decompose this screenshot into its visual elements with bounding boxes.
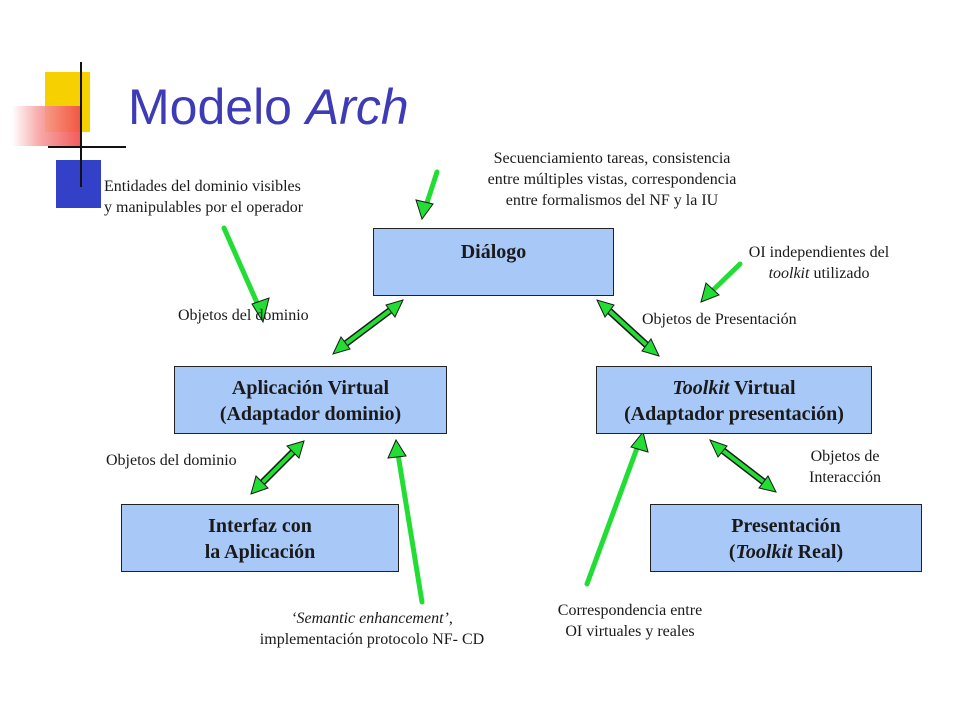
label-objetos-dominio-bottom: Objetos del dominio	[106, 452, 237, 469]
box-toolkit-line1-rest: Virtual	[729, 377, 796, 399]
label-objetos-presentacion: Objetos de Presentación	[642, 311, 797, 328]
label-objetos-dominio-top: Objetos del dominio	[178, 307, 309, 324]
double-arrow-toolkit-presentacion	[709, 439, 777, 493]
box-presentacion: Presentación (Toolkit Real)	[650, 504, 922, 572]
double-arrow-dialogo-toolkit	[596, 299, 660, 357]
box-aplicacion-line1: Aplicación Virtual	[231, 377, 390, 399]
box-dialogo-label: Diálogo	[460, 241, 527, 263]
box-presentacion-line2: (Toolkit Real)	[651, 539, 921, 565]
label-oi-line1: OI independientes del	[748, 244, 890, 261]
deco-horizontal-line	[48, 146, 126, 148]
label-semantic-line1-em: ‘Semantic enhancement’	[291, 610, 449, 627]
label-entidades-line2: y manipulables por el operador	[104, 199, 304, 216]
box-aplicacion-virtual: Aplicación Virtual (Adaptador dominio)	[174, 366, 447, 434]
label-semantic-line1: ‘Semantic enhancement’,	[212, 608, 532, 629]
box-interfaz-line1: Interfaz con	[208, 515, 312, 537]
box-toolkit-line2: (Adaptador presentación)	[624, 403, 844, 425]
box-presentacion-open: (	[728, 541, 736, 563]
label-entidades-line1: Entidades del dominio visibles	[104, 178, 301, 195]
label-semantic: ‘Semantic enhancement’, implementación p…	[212, 608, 532, 650]
label-interaccion-line1: Objetos de	[810, 448, 880, 465]
box-interfaz-line2: la Aplicación	[204, 541, 316, 563]
box-aplicacion-line2: (Adaptador dominio)	[219, 403, 402, 425]
label-secuenciamiento-line2: entre múltiples vistas, correspondencia	[487, 171, 737, 188]
label-oi-line2: toolkit utilizado	[706, 263, 932, 284]
box-interfaz: Interfaz con la Aplicación	[121, 504, 399, 572]
title-em: Arch	[305, 79, 409, 135]
label-semantic-line2: implementación protocolo NF- CD	[259, 631, 485, 648]
deco-vertical-line	[80, 62, 82, 187]
double-arrow-aplicacion-interfaz	[250, 440, 305, 495]
box-dialogo: Diálogo	[373, 228, 614, 296]
arrow-entidades	[221, 225, 270, 324]
deco-blue-square	[56, 160, 101, 208]
box-toolkit-virtual: Toolkit Virtual (Adaptador presentación)	[596, 366, 872, 434]
label-oi-line2-em: toolkit	[768, 265, 810, 282]
label-objetos-interaccion: Objetos de Interacción	[770, 446, 920, 488]
deco-red-square	[12, 106, 80, 146]
label-oi-line2-rest: utilizado	[809, 265, 870, 282]
label-secuenciamiento-line3: entre formalismos del NF y la IU	[505, 192, 719, 209]
slide-decoration	[0, 0, 130, 215]
box-presentacion-em: Toolkit	[735, 541, 793, 563]
label-correspondencia: Correspondencia entre OI virtuales y rea…	[520, 600, 740, 642]
title-main: Modelo	[128, 79, 306, 135]
label-secuenciamiento: Secuenciamiento tareas, consistencia ent…	[432, 148, 792, 211]
box-toolkit-line1: Toolkit Virtual	[597, 375, 871, 401]
label-correspondencia-line1: Correspondencia entre	[557, 602, 703, 619]
label-semantic-line1-rest: ,	[448, 610, 453, 627]
label-oi-independientes: OI independientes del toolkit utilizado	[706, 242, 932, 284]
box-toolkit-line1-em: Toolkit	[672, 377, 730, 399]
arrow-semantic	[387, 438, 425, 605]
arrow-correspondencia	[584, 430, 649, 587]
label-correspondencia-line2: OI virtuales y reales	[565, 623, 695, 640]
box-presentacion-line1: Presentación	[731, 515, 841, 537]
label-interaccion-line2: Interacción	[809, 469, 881, 486]
arrow-oi-independientes	[700, 261, 743, 303]
double-arrow-dialogo-aplicacion	[332, 299, 404, 355]
label-secuenciamiento-line1: Secuenciamiento tareas, consistencia	[493, 150, 731, 167]
box-presentacion-rest: Real)	[792, 541, 844, 563]
label-entidades: Entidades del dominio visibles y manipul…	[104, 176, 374, 218]
slide-title: Modelo Arch	[128, 82, 409, 132]
arrow-secuenciamiento	[415, 169, 440, 221]
